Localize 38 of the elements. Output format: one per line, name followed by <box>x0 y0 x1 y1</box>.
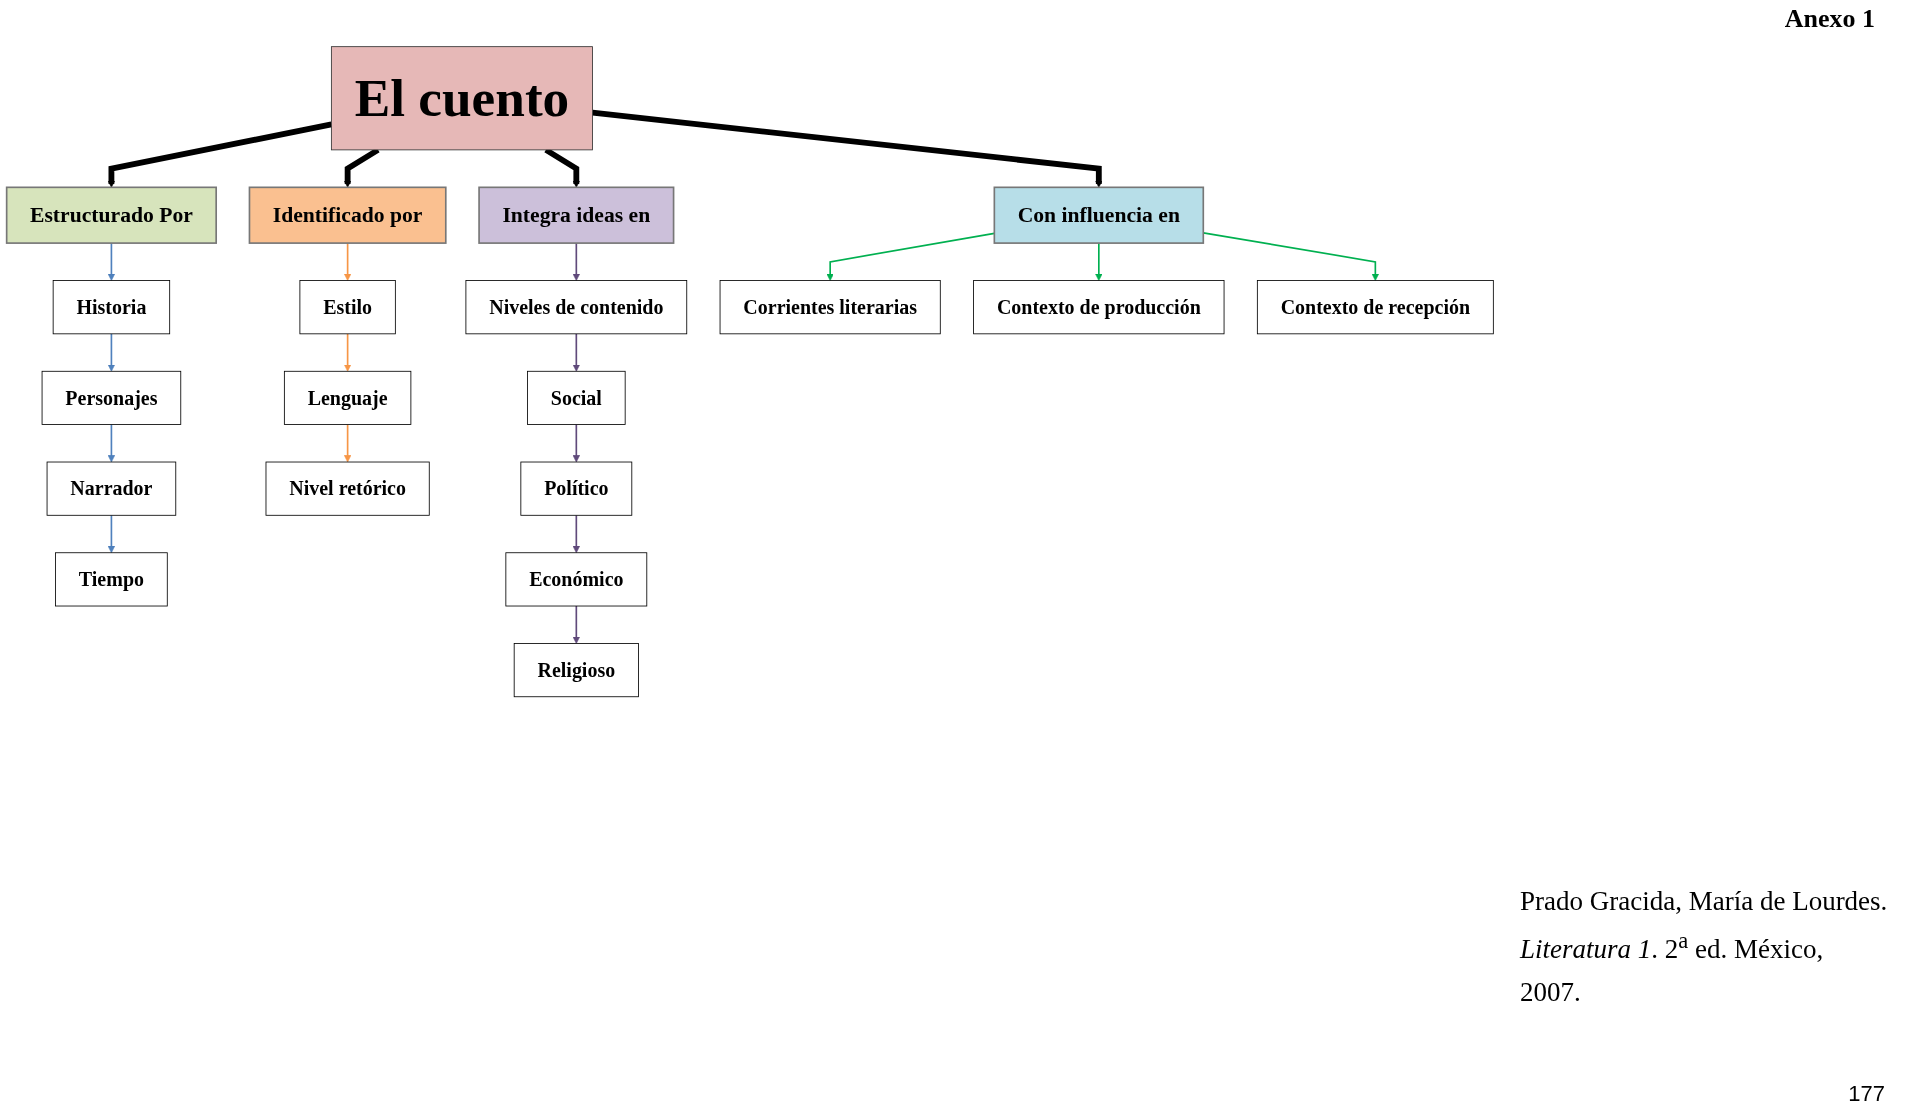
node-box: Social <box>527 370 626 425</box>
node-box: Contexto de producción <box>973 280 1225 335</box>
page-number: 177 <box>1848 1081 1885 1107</box>
arrow <box>572 333 580 372</box>
node-box: Político <box>520 461 633 516</box>
node-box: Con influencia en <box>993 186 1205 244</box>
node-box: El cuento <box>330 46 593 151</box>
arrow <box>1095 242 1103 281</box>
node-box: Identificado por <box>248 186 447 244</box>
arrow <box>572 423 580 463</box>
node-box: Historia <box>52 280 171 335</box>
arrow <box>572 514 580 554</box>
arrow <box>572 242 580 281</box>
citation-text: Prado Gracida, María de Lourdes. Literatura 1. 2$^{a}$ ed. México, 2007. <box>1520 885 1889 1010</box>
arrow <box>107 514 116 554</box>
node-box: Económico <box>505 552 648 607</box>
node-box: Personajes <box>41 370 182 425</box>
arrow <box>107 333 116 372</box>
node-box: Nivel retórico <box>265 461 430 516</box>
node-box: Narrador <box>46 461 177 516</box>
node-box: Contexto de recepción <box>1256 280 1494 335</box>
arrow <box>343 333 352 372</box>
node-box: Corrientes literarias <box>719 280 941 335</box>
node-box: Lenguaje <box>283 370 412 425</box>
node-box: Estructurado Por <box>5 186 217 244</box>
arrow <box>343 423 352 463</box>
node-box: Integra ideas en <box>478 186 675 244</box>
node-box: Niveles de contenido <box>465 280 688 335</box>
annex-label: Anexo 1 <box>1784 4 1875 34</box>
arrow <box>107 121 332 188</box>
arrow <box>107 242 116 281</box>
arrow <box>592 109 1103 188</box>
node-box: Tiempo <box>55 552 168 607</box>
arrow <box>107 423 116 463</box>
arrow <box>572 605 580 644</box>
node-box: Religioso <box>513 643 639 698</box>
node-box: Estilo <box>299 280 396 335</box>
arrow <box>343 242 352 281</box>
